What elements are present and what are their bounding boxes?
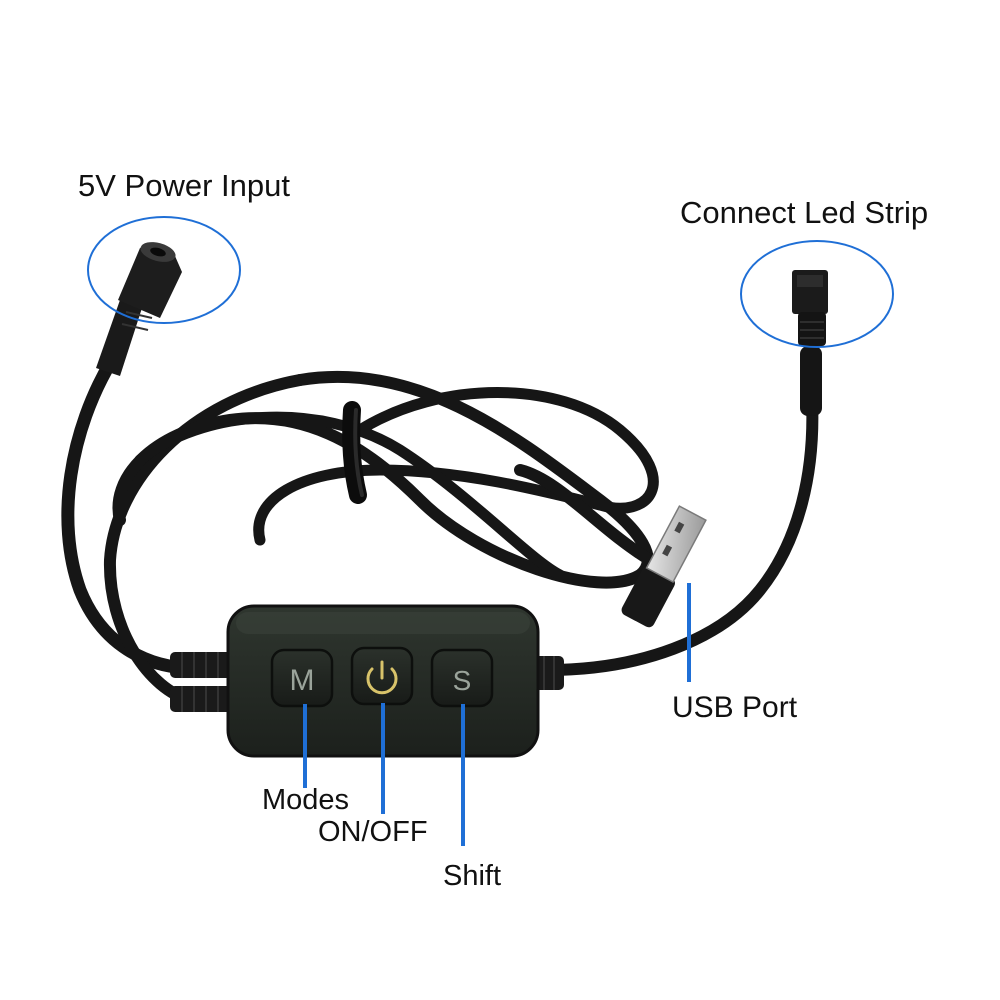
power-icon [366,660,398,695]
modes-button[interactable]: M [270,648,334,708]
callouts [87,216,894,846]
power-input-callout-circle [87,216,241,324]
dc-power-jack [96,242,182,376]
on-off-label: ON/OFF [318,816,428,848]
cable-coil-inner [253,387,659,546]
usb-port-label: USB Port [672,691,798,724]
shift-button-glyph: S [453,665,472,696]
led-strip-connector [792,270,828,416]
strain-relief-left [170,652,232,712]
cable-bundle [61,334,819,706]
secondary-cable [103,374,306,706]
cable-coil-loop [134,411,566,581]
usb-plug [621,505,707,628]
modes-label: Modes [262,784,350,816]
shift-button[interactable]: S [430,648,494,708]
usb-cable [514,464,656,566]
led-strip-label: Connect Led Strip [680,195,929,230]
power-button[interactable] [350,646,414,706]
cable-tie [342,401,367,504]
shift-label: Shift [443,860,502,892]
led-strip-callout-circle [740,240,894,348]
modes-button-glyph: M [290,664,315,697]
power-input-label: 5V Power Input [78,168,290,203]
